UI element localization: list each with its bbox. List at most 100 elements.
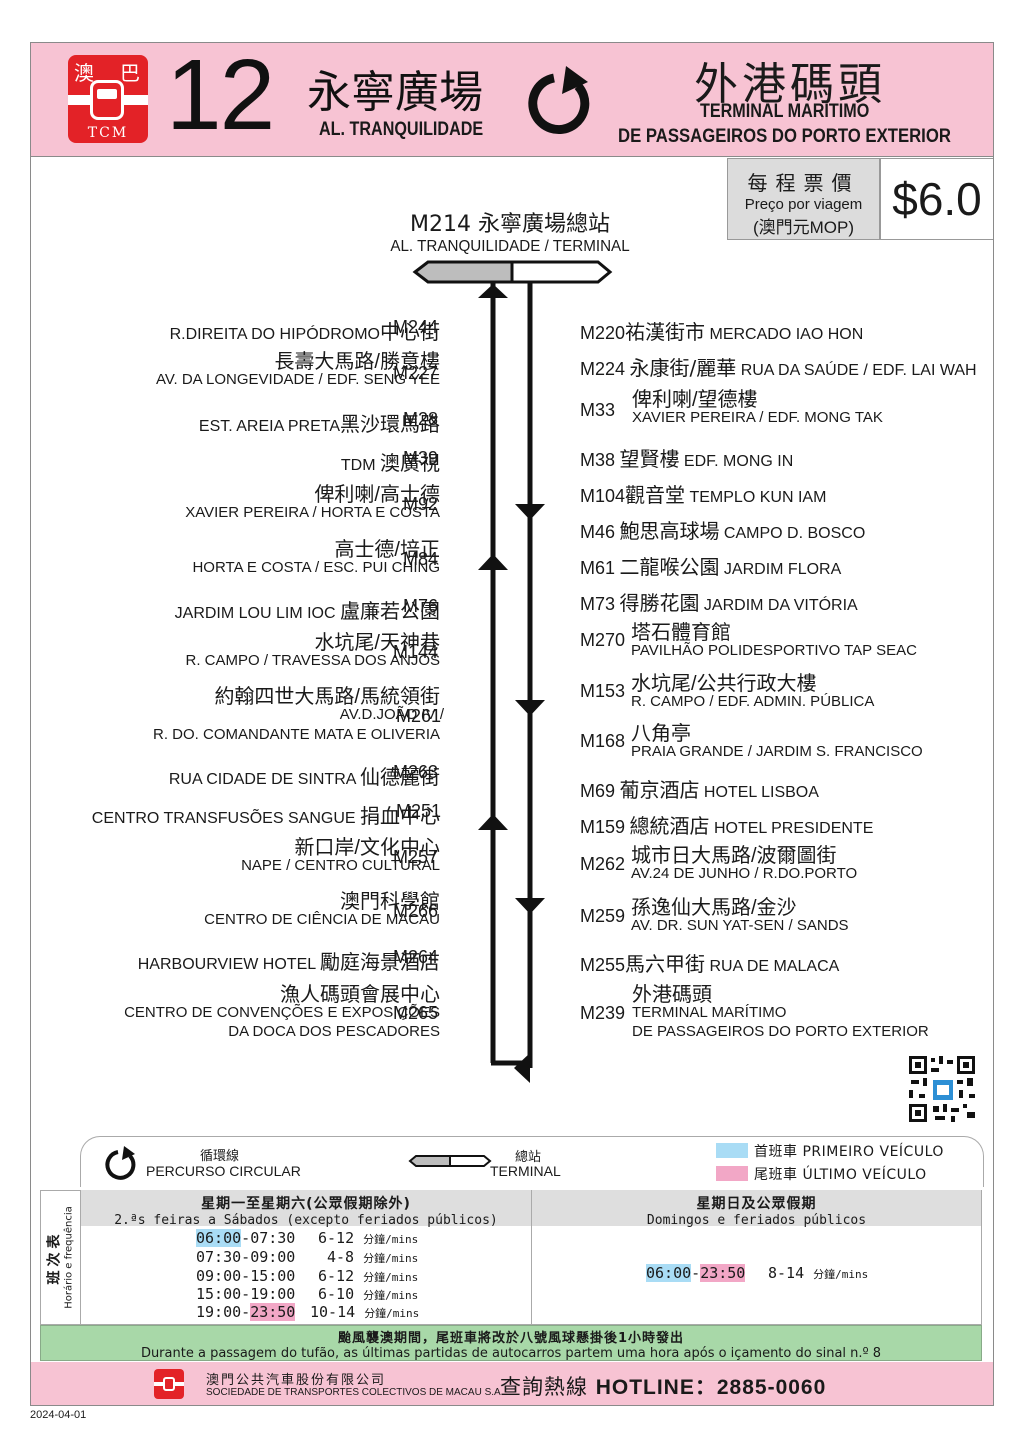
unit: 分鐘/mins bbox=[363, 1289, 419, 1302]
time-end: 19:00 bbox=[250, 1285, 296, 1303]
time-start: 19:00 bbox=[196, 1303, 242, 1321]
stop-right-m220: M220祐漢街市 MERCADO IAO HON bbox=[580, 316, 863, 345]
stop-code: M61 bbox=[580, 558, 616, 578]
stop-pt: RUA CIDADE DE SINTRA bbox=[168, 771, 356, 788]
stop-zh: 俾利喇/望德樓 bbox=[632, 389, 758, 411]
footer-company-zh: 澳門公共汽車股份有限公司 bbox=[206, 1373, 387, 1388]
time-start: 06:00 bbox=[646, 1264, 692, 1282]
stop-pt: HOTEL PRESIDENTE bbox=[713, 820, 874, 837]
stop-pt: HARBOURVIEW HOTEL bbox=[137, 956, 316, 973]
stop-zh: 澳門科學館 bbox=[340, 891, 440, 913]
unit: 分鐘/mins bbox=[363, 1271, 419, 1284]
stop-pt: HOTEL LISBOA bbox=[703, 784, 819, 801]
stop-pt: CAMPO D. BOSCO bbox=[723, 525, 866, 542]
weekday-header-pt: 2.ªs feiras a Sábados (excepto feriados … bbox=[114, 1213, 498, 1228]
last-bus-swatch bbox=[716, 1166, 748, 1181]
time-start: 09:00 bbox=[196, 1267, 242, 1285]
destination-pt-1: TERMINAL MARÍTIMO bbox=[700, 101, 870, 122]
stop-code: M227 bbox=[393, 363, 439, 383]
stop-code: M153 bbox=[580, 681, 626, 701]
legend-circular-pt: PERCURSO CIRCULAR bbox=[146, 1163, 301, 1179]
stop-zh: 仙德麗街 bbox=[360, 765, 440, 789]
time-start: 07:30 bbox=[196, 1248, 242, 1266]
fare-label-box: 每程票價 Preço por viagem (澳門元MOP) bbox=[727, 158, 880, 240]
stop-code: M255 bbox=[580, 955, 626, 975]
stop-pt: AV.D.JOÃO IV / bbox=[339, 706, 444, 723]
stop-zh: 盧廉若公園 bbox=[340, 599, 440, 623]
time-end: 23:50 bbox=[700, 1264, 746, 1282]
stop-code: M73 bbox=[580, 594, 616, 614]
stop-zh: 總統酒店 bbox=[629, 814, 710, 838]
unit: 分鐘/mins bbox=[363, 1252, 419, 1265]
weekday-row: 19:00-23:50 bbox=[196, 1303, 296, 1321]
stop-code: M39 bbox=[403, 448, 439, 468]
stop-zh: 城市日大馬路/波爾圖街 bbox=[631, 845, 837, 867]
stop-zh: 勵庭海景酒店 bbox=[320, 950, 440, 974]
stop-pt: JARDIM FLORA bbox=[723, 561, 842, 578]
footer-logo bbox=[154, 1369, 184, 1399]
stop-code: M38 bbox=[580, 450, 616, 470]
stop-zh: 高士德/培正 bbox=[334, 539, 440, 561]
stop-zh: 馬六甲街 bbox=[625, 952, 706, 976]
stop-code: M265 bbox=[393, 1003, 439, 1023]
hotline-zh: 查詢熱線 bbox=[500, 1375, 588, 1399]
stop-pt: AV. DA LONGEVIDADE / EDF. SENG YEE bbox=[156, 371, 440, 388]
stop-code: M104 bbox=[580, 486, 626, 506]
legend-box bbox=[80, 1136, 984, 1187]
stop-zh: 祐漢街市 bbox=[625, 320, 706, 344]
time-start: 06:00 bbox=[196, 1229, 242, 1247]
stop-right-m159: M159 總統酒店 HOTEL PRESIDENTE bbox=[580, 810, 873, 839]
stop-left-m39: TDM 澳廣視 bbox=[341, 447, 440, 476]
freq: 8-14 bbox=[768, 1264, 805, 1282]
timetable-side-zh: 班次表 bbox=[46, 1230, 63, 1285]
stop-code: M84 bbox=[403, 549, 439, 569]
stop-code: M263 bbox=[393, 762, 439, 782]
logo-tcm-text: TCM bbox=[87, 125, 129, 141]
time-end: 07:30 bbox=[250, 1229, 296, 1247]
stop-pt: XAVIER PEREIRA / EDF. MONG TAK bbox=[632, 409, 883, 426]
stop-pt: RUA DE MALACA bbox=[709, 958, 840, 975]
stop-pt: TDM bbox=[340, 457, 376, 474]
time-end: 09:00 bbox=[250, 1248, 296, 1266]
stop-zh: 外港碼頭 bbox=[632, 984, 712, 1006]
stop-code: M159 bbox=[580, 817, 626, 837]
timetable-side-label: 班次表 Horário e frequência bbox=[40, 1190, 81, 1325]
stop-right-m73: M73 得勝花園 JARDIM DA VITÓRIA bbox=[580, 587, 858, 616]
terminal-label: M214 永寧廣場總站 AL. TRANQUILIDADE / TERMINAL bbox=[360, 206, 660, 256]
stop-code: M76 bbox=[403, 596, 439, 616]
weekday-header-zh: 星期一至星期六(公眾假期除外) bbox=[201, 1196, 411, 1212]
stop-code: M69 bbox=[580, 781, 616, 801]
stop-code: M262 bbox=[580, 854, 626, 874]
stop-zh: 捐血中心 bbox=[360, 804, 440, 828]
terminal-legend-icon bbox=[408, 1155, 492, 1167]
stop-zh: 俾利喇/高士德 bbox=[314, 484, 440, 506]
freq: 10-14 bbox=[310, 1303, 356, 1321]
stop-right-m255: M255馬六甲街 RUA DE MALACA bbox=[580, 948, 839, 977]
stop-code: M33 bbox=[580, 400, 616, 420]
hotline[interactable]: 查詢熱線 HOTLINE：2885-0060 bbox=[500, 1371, 826, 1401]
stop-zh: 澳廣視 bbox=[380, 451, 440, 475]
footer-band bbox=[31, 1362, 993, 1405]
weekday-header: 星期一至星期六(公眾假期除外) 2.ªs feiras a Sábados (e… bbox=[81, 1190, 532, 1228]
holiday-header: 星期日及公眾假期 Domingos e feriados públicos bbox=[532, 1190, 981, 1228]
stop-code: M266 bbox=[393, 901, 439, 921]
stop-zh: 黑沙環馬路 bbox=[340, 412, 440, 436]
stop-pt: HORTA E COSTA / ESC. PUI CHING bbox=[192, 559, 440, 576]
stop-pt: MERCADO IAO HON bbox=[709, 326, 864, 343]
stop-right-m104: M104觀音堂 TEMPLO KUN IAM bbox=[580, 479, 826, 508]
stop-pt: CENTRO DE CONVENÇÕES E EXPOSIÇÕES bbox=[124, 1004, 440, 1021]
weekday-row: 09:00-15:00 bbox=[196, 1267, 296, 1285]
stop-zh: 新口岸/文化中心 bbox=[294, 837, 440, 859]
qr-code-icon[interactable] bbox=[907, 1054, 977, 1124]
stop-left-m244: R.DIREITA DO HIPÓDROMO中心街 bbox=[170, 316, 440, 345]
unit: 分鐘/mins bbox=[364, 1307, 420, 1320]
freq: 6-12 bbox=[318, 1229, 355, 1247]
